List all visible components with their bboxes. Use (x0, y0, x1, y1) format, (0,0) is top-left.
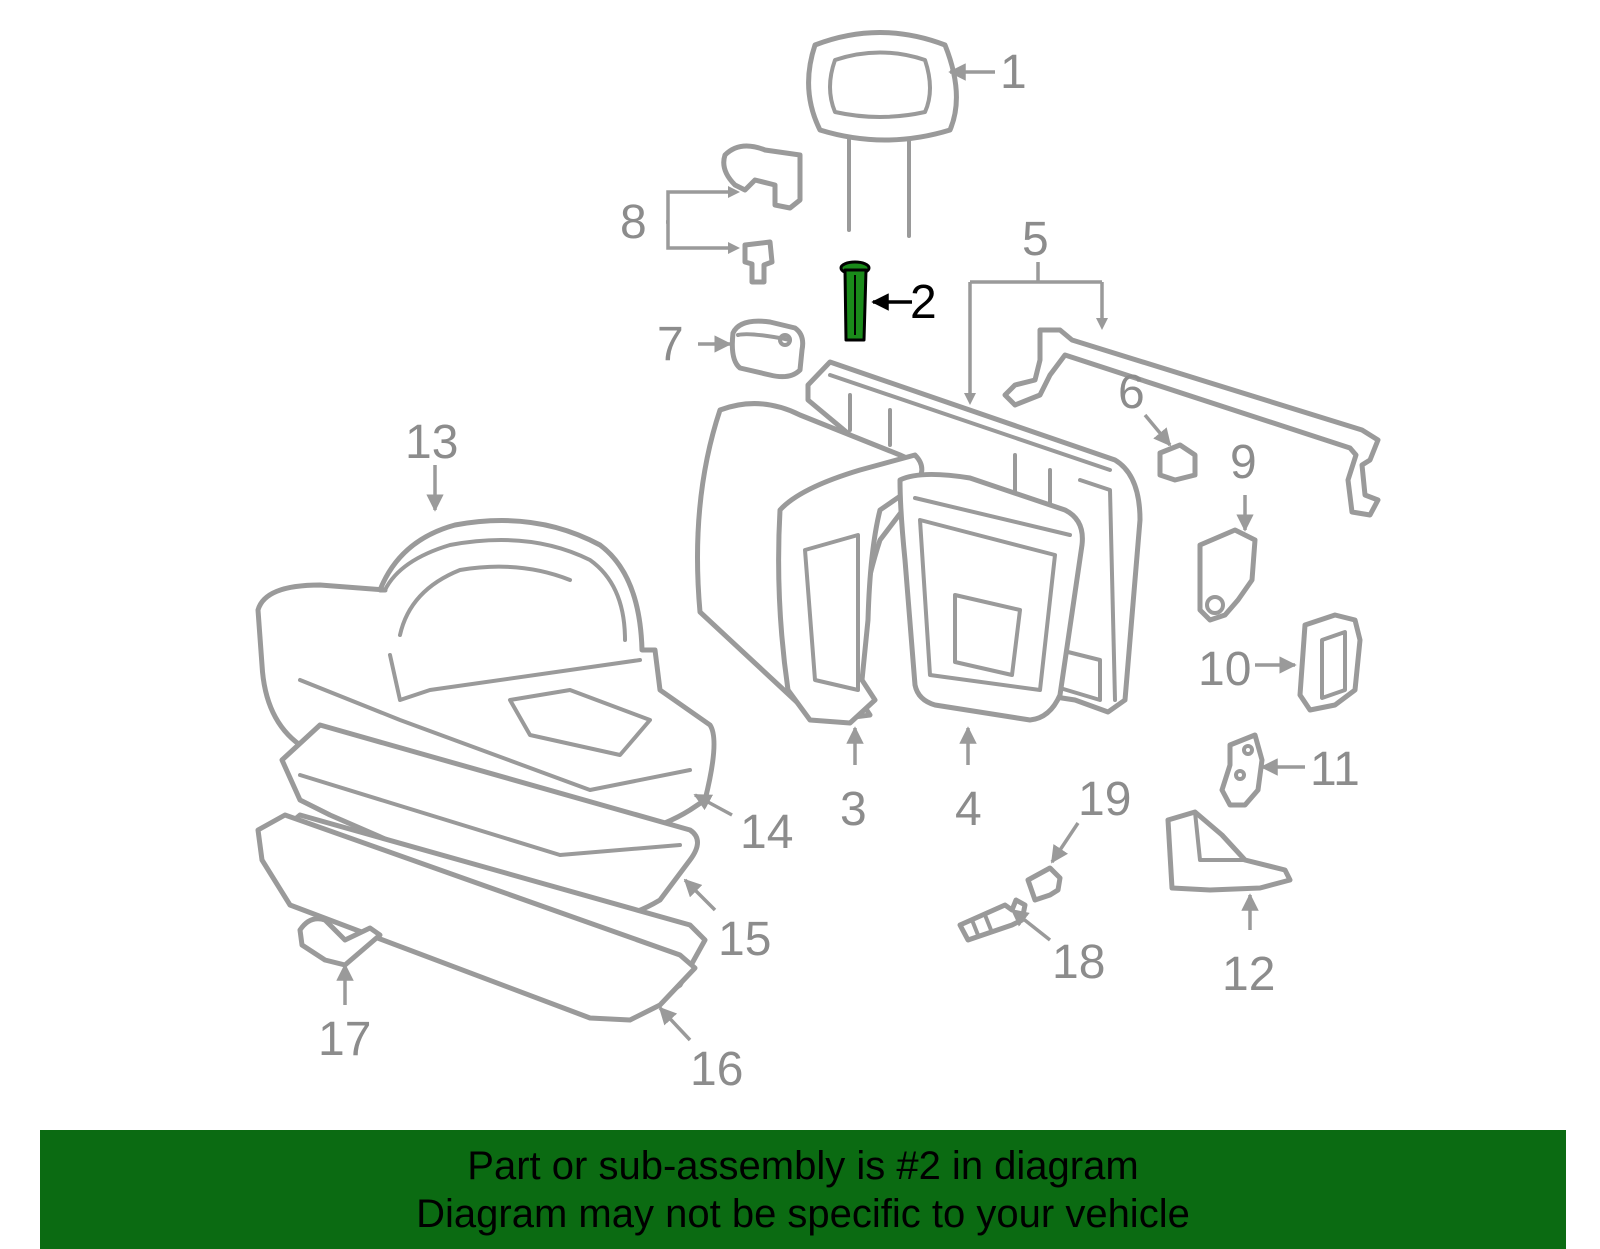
callout-15: 15 (718, 913, 771, 966)
banner-line-2: Diagram may not be specific to your vehi… (416, 1192, 1190, 1236)
callout-1: 1 (1000, 46, 1027, 99)
banner-line-1: Part or sub-assembly is #2 in diagram (467, 1144, 1139, 1188)
callout-7: 7 (657, 318, 684, 371)
callout-12: 12 (1222, 948, 1275, 1001)
back-cushion-part-4 (897, 471, 1085, 723)
callout-14: 14 (740, 806, 793, 859)
callout-9: 9 (1230, 436, 1257, 489)
callout-2: 2 (910, 276, 937, 329)
bracket-part-9 (1197, 527, 1258, 623)
cover-part-10 (1297, 612, 1363, 713)
seat-pan-part-16 (255, 812, 698, 1023)
callout-8: 8 (620, 196, 647, 249)
callout-labels: 1 2 3 4 5 6 7 8 9 10 11 12 13 14 15 16 1… (318, 46, 1360, 1096)
plate-part-7 (729, 318, 806, 380)
guide-part-2 (839, 260, 871, 342)
hinge-part-11 (1219, 732, 1265, 808)
callout-3: 3 (840, 783, 867, 836)
callout-18: 18 (1052, 936, 1105, 989)
callout-17: 17 (318, 1013, 371, 1066)
callout-13: 13 (405, 416, 458, 469)
leader-lines (336, 63, 1305, 1042)
callout-10: 10 (1198, 643, 1251, 696)
clip-part-8 (721, 143, 803, 285)
headrest-part-1 (806, 30, 959, 238)
callout-11: 11 (1310, 743, 1360, 796)
callout-6: 6 (1118, 366, 1145, 419)
bolster-part-3 (695, 401, 925, 726)
callout-19: 19 (1078, 773, 1131, 826)
bolt-part-19 (1025, 865, 1063, 903)
bolt-part-18 (957, 897, 1028, 943)
plug-part-6 (1157, 442, 1198, 483)
callout-4: 4 (955, 783, 982, 836)
callout-16: 16 (690, 1043, 743, 1096)
parts-diagram: 1 2 3 4 5 6 7 8 9 10 11 12 13 14 15 16 1… (255, 30, 1381, 1096)
info-banner: Part or sub-assembly is #2 in diagram Di… (40, 1130, 1566, 1249)
trim-part-12 (1165, 809, 1293, 893)
callout-5: 5 (1022, 213, 1049, 266)
